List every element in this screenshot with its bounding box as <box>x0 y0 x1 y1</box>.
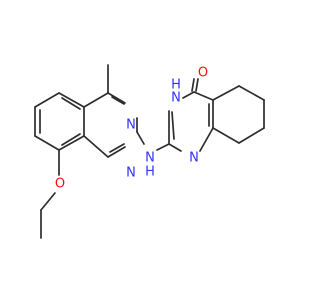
bond <box>182 91 195 99</box>
bond-layer <box>34 64 265 239</box>
atom-label-layer: N N O N H N N H O <box>55 66 208 192</box>
bond <box>34 135 60 151</box>
atom-n-quinazoline-1: N <box>126 118 136 133</box>
atom-n-quinazoline-3: N <box>126 166 136 181</box>
bond <box>34 92 60 108</box>
bond <box>168 143 182 152</box>
atom-n-amine: N <box>145 151 155 166</box>
atom-o-ethoxy: O <box>55 177 65 192</box>
bond <box>212 127 240 144</box>
bond <box>238 127 265 144</box>
bond <box>212 85 240 101</box>
bond <box>61 133 81 146</box>
bond <box>109 143 125 153</box>
bond <box>156 143 170 151</box>
bond <box>111 96 125 105</box>
bond <box>58 135 85 151</box>
bond <box>83 92 109 108</box>
atom-n-pyrimidinone-3: N <box>171 91 181 106</box>
bond <box>238 85 265 101</box>
bond <box>191 78 195 92</box>
bond <box>61 97 81 110</box>
bond <box>199 127 214 152</box>
bond <box>83 135 109 158</box>
bond <box>40 192 56 211</box>
bond <box>136 131 145 145</box>
atom-h-amine: H <box>145 165 155 180</box>
bond <box>58 92 85 108</box>
structure-drawing: N N O N H N N H O <box>34 64 265 239</box>
bond <box>171 111 175 140</box>
bond <box>107 146 126 158</box>
bond <box>195 78 199 92</box>
molecule-diagram: N N O N H N N H O <box>34 64 265 239</box>
atom-o-carbonyl: O <box>198 66 208 81</box>
bond <box>107 92 126 104</box>
atom-h-pyrimidinone: H <box>171 78 181 93</box>
atom-n-pyrimidinone-1: N <box>189 151 199 166</box>
bond <box>193 91 214 101</box>
